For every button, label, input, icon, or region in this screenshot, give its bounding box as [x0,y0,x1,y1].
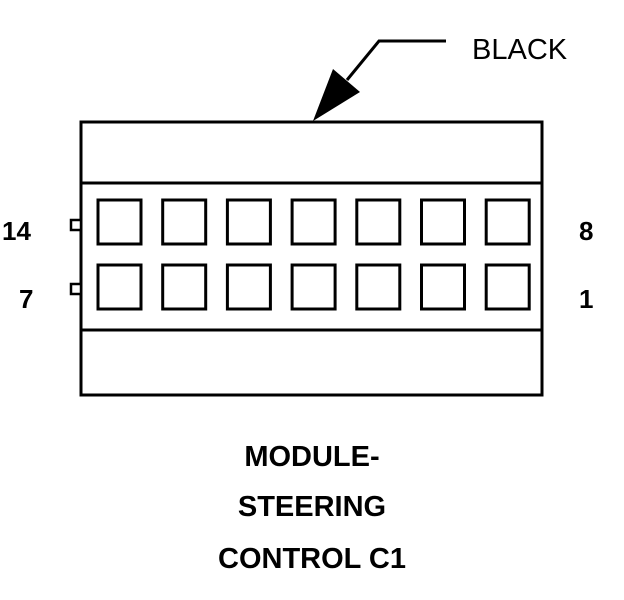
pin-cavity [355,263,402,311]
caption-line-2: STEERING [237,491,387,523]
housing-outline [79,120,544,397]
pin-cavity [96,263,143,311]
pin-cavity [290,198,337,246]
pin-cavity [420,198,466,246]
pin-cavity [420,263,466,311]
pin-label-top-left: 14 [2,216,31,246]
locating-tab-top [69,218,83,232]
connector-color-label: BLACK [472,34,568,66]
pin-cavity [290,263,337,311]
callout-leader-line [345,39,446,81]
caption-line-1: MODULE- [244,441,380,473]
locating-tabs [69,218,83,296]
color-callout: BLACK [313,34,568,121]
pin-cavity [225,263,272,311]
pin-cavity [96,198,143,246]
callout-arrowhead [313,69,360,121]
pin-label-bottom-left: 7 [19,284,33,314]
pin-cavity [225,198,272,246]
pin-cavity [355,198,402,246]
locating-tab-bottom [69,282,83,296]
pin-cavity [484,198,531,246]
pin-cavity [161,263,208,311]
pin-label-top-right: 8 [579,216,593,246]
pin-cavity [161,198,208,246]
pin-cavity [484,263,531,311]
connector-housing [79,120,544,397]
caption-line-3: CONTROL C1 [218,543,406,575]
pin-cavity-grid [96,198,531,311]
pin-label-bottom-right: 1 [579,284,593,314]
